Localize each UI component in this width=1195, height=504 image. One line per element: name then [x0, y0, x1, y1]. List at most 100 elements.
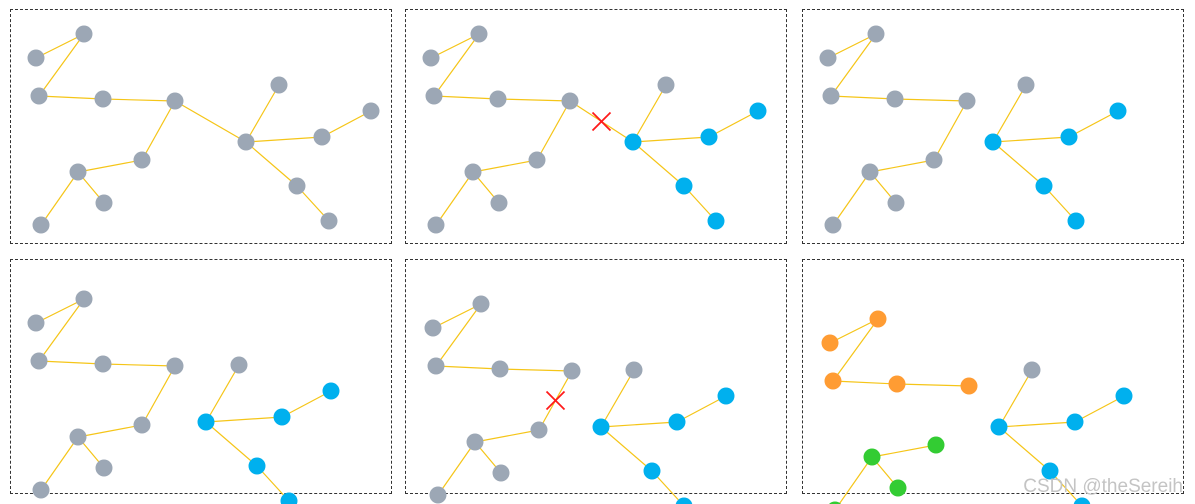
tree-edge — [708, 110, 759, 138]
tree-node-gray — [887, 194, 905, 212]
tree-edge — [832, 171, 871, 226]
tree-edge — [632, 136, 710, 143]
tree-node-blue — [322, 382, 340, 400]
tree-node-gray — [425, 87, 443, 105]
tree-node-gray — [1017, 76, 1035, 94]
tree-edge — [77, 424, 143, 438]
tree-edge — [40, 171, 79, 226]
panel-step-3 — [802, 9, 1184, 244]
tree-node-gray — [30, 352, 48, 370]
tree-node-green — [863, 448, 881, 466]
tree-diagram-6 — [821, 310, 1133, 504]
tree-edge — [536, 100, 571, 161]
tree-node-gray — [75, 25, 93, 43]
tree-edge — [894, 98, 968, 102]
tree-diagram-2 — [422, 25, 767, 234]
tree-node-gray — [288, 177, 306, 195]
tree-edge — [871, 444, 937, 458]
tree-edge — [102, 98, 176, 102]
tree-node-blue — [984, 133, 1002, 151]
tree-diagram-4 — [27, 290, 340, 504]
tree-node-blue — [1035, 177, 1053, 195]
tree-edge — [1068, 110, 1119, 138]
tree-edge — [832, 318, 879, 382]
tree-edge — [435, 365, 501, 370]
tree-node-gray — [166, 357, 184, 375]
panel-step-5 — [405, 259, 787, 504]
tree-edge — [40, 436, 79, 491]
tree-edge — [992, 84, 1027, 143]
tree-edge — [600, 426, 653, 472]
tree-node-gray — [27, 49, 45, 67]
panel-step-2 — [405, 9, 787, 244]
tree-node-blue — [707, 212, 725, 230]
tree-node-gray — [561, 92, 579, 110]
tree-edge — [600, 369, 635, 428]
tree-edge — [632, 141, 685, 187]
tree-edge — [38, 95, 104, 100]
tree-edge — [205, 364, 240, 423]
tree-node-gray — [528, 151, 546, 169]
tree-node-blue — [1060, 128, 1078, 146]
tree-edge — [38, 360, 104, 365]
tree-node-blue — [624, 133, 642, 151]
tree-node-blue — [1115, 387, 1133, 405]
tree-node-green — [889, 479, 907, 497]
tree-node-gray — [95, 194, 113, 212]
tree-edge — [497, 98, 571, 102]
tree-edge — [838, 456, 873, 504]
tree-node-blue — [1066, 413, 1084, 431]
tree-edge — [245, 141, 298, 187]
tree-node-gray — [27, 314, 45, 332]
tree-node-gray — [166, 92, 184, 110]
tree-node-gray — [320, 212, 338, 230]
tree-node-gray — [925, 151, 943, 169]
tree-diagram-5 — [424, 295, 735, 504]
tree-node-blue — [1067, 212, 1085, 230]
tree-node-gray — [362, 102, 380, 120]
tree-edge — [141, 100, 176, 161]
tree-node-gray — [95, 459, 113, 477]
tree-edge — [832, 380, 898, 385]
tree-edge — [437, 441, 476, 496]
tree-node-gray — [133, 151, 151, 169]
tree-node-gray — [429, 486, 447, 504]
tree-edge — [205, 416, 283, 423]
tree-node-blue — [700, 128, 718, 146]
tree-edge — [433, 33, 480, 97]
tree-node-orange — [821, 334, 839, 352]
tree-node-gray — [530, 421, 548, 439]
tree-edge — [474, 429, 540, 443]
tree-edge — [896, 383, 970, 387]
tree-edge — [38, 33, 85, 97]
tree-edge — [35, 298, 85, 324]
tree-node-gray — [867, 25, 885, 43]
tree-node-gray — [427, 357, 445, 375]
tree-edge — [205, 421, 258, 467]
tree-node-gray — [422, 49, 440, 67]
tree-node-gray — [822, 87, 840, 105]
tree-node-gray — [472, 295, 490, 313]
tree-edge — [998, 426, 1051, 472]
tree-edge — [829, 318, 879, 344]
tree-node-orange — [824, 372, 842, 390]
tree-edge — [998, 369, 1033, 428]
tree-edge — [245, 136, 323, 143]
tree-node-gray — [1023, 361, 1041, 379]
tree-edge — [245, 84, 280, 143]
tree-diagram-1 — [27, 25, 380, 234]
tree-node-blue — [1109, 102, 1127, 120]
tree-node-blue — [273, 408, 291, 426]
cut-mark-icon — [591, 111, 612, 132]
tree-node-gray — [470, 25, 488, 43]
tree-node-gray — [75, 290, 93, 308]
tree-node-green — [927, 436, 945, 454]
tree-edge — [869, 159, 935, 173]
tree-edge — [432, 303, 482, 329]
tree-node-gray — [466, 433, 484, 451]
tree-edge — [472, 159, 538, 173]
panel-step-4 — [10, 259, 392, 504]
tree-node-blue — [749, 102, 767, 120]
tree-node-gray — [490, 194, 508, 212]
tree-node-gray — [237, 133, 255, 151]
